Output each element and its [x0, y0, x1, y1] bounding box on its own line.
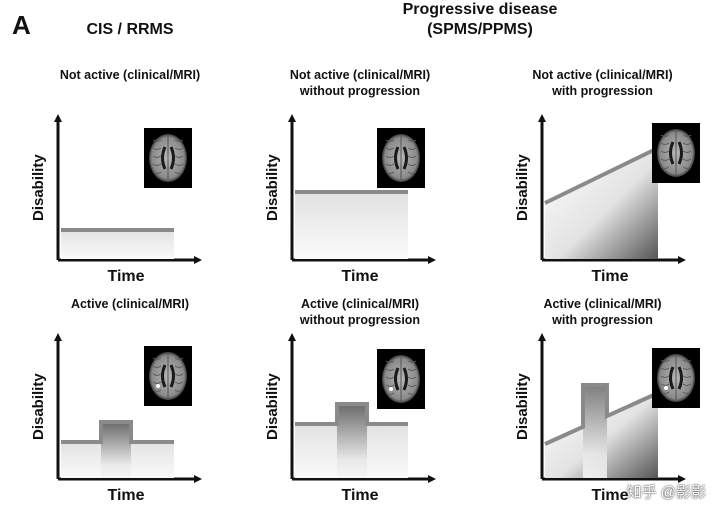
mri-scan-image — [144, 128, 192, 188]
mri-scan-image — [144, 346, 192, 406]
disability-area — [295, 192, 408, 259]
caption-panel-3-line1: Not active (clinical/MRI) — [495, 67, 710, 83]
caption-panel-5-line1: Active (clinical/MRI) — [250, 296, 470, 312]
group-title-progressive-line2: (SPMS/PPMS) — [330, 20, 630, 40]
caption-panel-3: Not active (clinical/MRI) with progressi… — [495, 67, 710, 99]
caption-panel-2: Not active (clinical/MRI) without progre… — [250, 67, 470, 99]
mri-scan-image — [377, 128, 425, 188]
mri-scan-image — [652, 123, 700, 183]
caption-panel-1: Not active (clinical/MRI) — [25, 67, 235, 83]
group-title-progressive-line1: Progressive disease — [330, 0, 630, 20]
mri-scan-image — [652, 348, 700, 408]
y-axis-label: Disability — [264, 373, 281, 440]
caption-panel-6-line2: with progression — [495, 312, 710, 328]
y-axis-label: Disability — [514, 373, 531, 440]
caption-panel-5: Active (clinical/MRI) without progressio… — [250, 296, 470, 328]
relapse-bump-area — [337, 404, 367, 478]
x-axis-label: Time — [107, 268, 144, 285]
caption-panel-3-line2: with progression — [495, 83, 710, 99]
caption-panel-4-line1: Active (clinical/MRI) — [25, 296, 235, 312]
disability-area — [61, 230, 174, 259]
relapse-bump-area — [583, 385, 607, 478]
x-axis-label: Time — [341, 487, 378, 504]
disability-area — [545, 148, 658, 259]
caption-panel-2-line2: without progression — [250, 83, 470, 99]
caption-panel-6-line1: Active (clinical/MRI) — [495, 296, 710, 312]
y-axis-label: Disability — [264, 154, 281, 221]
y-axis-label: Disability — [30, 154, 47, 221]
relapse-bump-area — [101, 422, 131, 478]
watermark: 知乎 @影影 — [627, 481, 706, 502]
group-title-cis-rrms: CIS / RRMS — [40, 20, 220, 40]
x-axis-label: Time — [591, 487, 628, 504]
caption-panel-6: Active (clinical/MRI) with progression — [495, 296, 710, 328]
x-axis-label: Time — [341, 268, 378, 285]
caption-panel-2-line1: Not active (clinical/MRI) — [250, 67, 470, 83]
caption-panel-1-line1: Not active (clinical/MRI) — [25, 67, 235, 83]
x-axis-label: Time — [591, 268, 628, 285]
y-axis-label: Disability — [514, 154, 531, 221]
mri-scan-image — [377, 349, 425, 409]
x-axis-label: Time — [107, 487, 144, 504]
group-title-progressive: Progressive disease (SPMS/PPMS) — [330, 0, 630, 40]
panel-letter: A — [12, 10, 31, 41]
caption-panel-5-line2: without progression — [250, 312, 470, 328]
y-axis-label: Disability — [30, 373, 47, 440]
caption-panel-4: Active (clinical/MRI) — [25, 296, 235, 312]
